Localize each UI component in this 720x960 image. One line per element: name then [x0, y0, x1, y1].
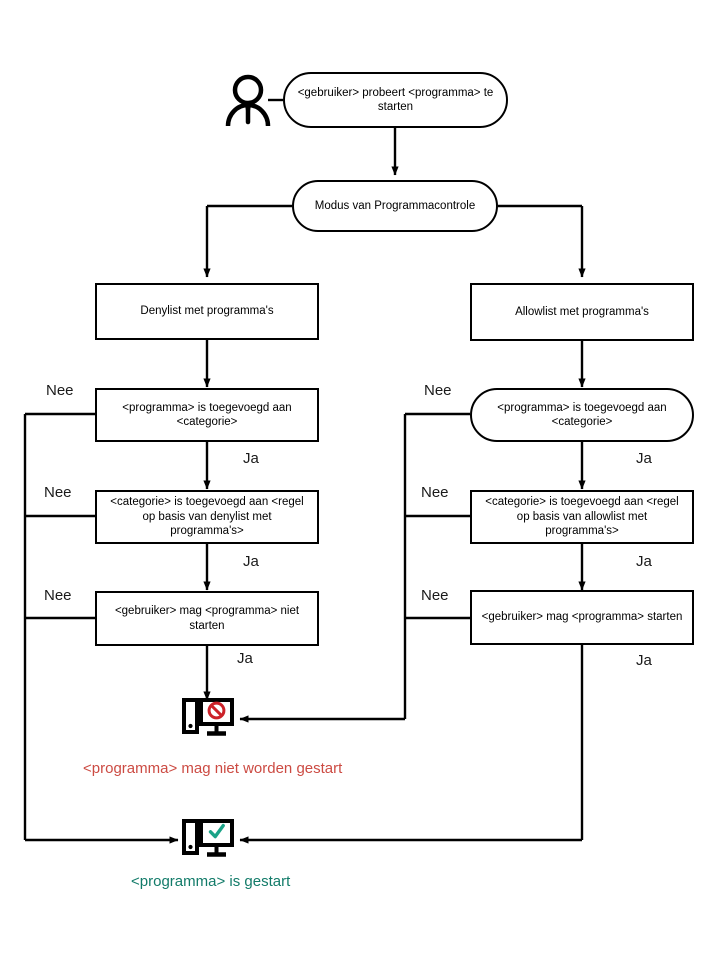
node-allow-program-in-category[interactable]: <programma> is toegevoegd aan <categorie… [470, 388, 694, 442]
edge-label-right-nee-2: Nee [421, 484, 449, 501]
node-mode-label: Modus van Programmacontrole [314, 199, 476, 212]
node-start[interactable]: <gebruiker> probeert <programma> te star… [283, 72, 508, 128]
node-deny-program-in-category-label: <programma> is toegevoegd aan <categorie… [122, 401, 292, 428]
edge-label-left-nee-2: Nee [44, 484, 72, 501]
node-deny-user-may-not-start[interactable]: <gebruiker> mag <programma> niet starten [95, 591, 319, 646]
edge-label-right-ja-3: Ja [636, 652, 652, 669]
node-allow-category-in-rule-label: <categorie> is toegevoegd aan <regel op … [485, 496, 679, 538]
node-deny-category-in-rule-label: <categorie> is toegevoegd aan <regel op … [110, 496, 304, 538]
edge-label-left-nee-1: Nee [46, 382, 74, 399]
node-deny-user-may-not-start-label: <gebruiker> mag <programma> niet starten [114, 605, 300, 632]
edge-label-right-ja-1: Ja [636, 450, 652, 467]
node-allowlist-label: Allowlist met programma's [515, 305, 649, 318]
node-deny-program-in-category[interactable]: <programma> is toegevoegd aan <categorie… [95, 388, 319, 442]
blocked-outcome-caption: <programma> mag niet worden gestart [83, 760, 343, 777]
edge-label-left-ja-3: Ja [237, 650, 253, 667]
edge-label-left-ja-2: Ja [243, 553, 259, 570]
user-person-icon [222, 72, 274, 133]
started-outcome-caption: <programma> is gestart [131, 873, 291, 890]
node-allow-user-may-start-label: <gebruiker> mag <programma> starten [481, 611, 683, 624]
node-mode[interactable]: Modus van Programmacontrole [292, 180, 498, 232]
edge-label-right-nee-1: Nee [424, 382, 452, 399]
edge-label-left-nee-3: Nee [44, 587, 72, 604]
computer-allowed-icon [182, 818, 234, 869]
node-start-label: <gebruiker> probeert <programma> te star… [297, 86, 494, 113]
computer-blocked-icon [182, 697, 234, 748]
node-allowlist[interactable]: Allowlist met programma's [470, 283, 694, 341]
node-denylist-label: Denylist met programma's [140, 305, 274, 318]
node-allow-category-in-rule[interactable]: <categorie> is toegevoegd aan <regel op … [470, 490, 694, 544]
node-allow-program-in-category-label: <programma> is toegevoegd aan <categorie… [497, 401, 667, 428]
edge-label-right-ja-2: Ja [636, 553, 652, 570]
edge-label-right-nee-3: Nee [421, 587, 449, 604]
node-allow-user-may-start[interactable]: <gebruiker> mag <programma> starten [470, 590, 694, 645]
edge-label-left-ja-1: Ja [243, 450, 259, 467]
node-denylist[interactable]: Denylist met programma's [95, 283, 319, 340]
node-deny-category-in-rule[interactable]: <categorie> is toegevoegd aan <regel op … [95, 490, 319, 544]
